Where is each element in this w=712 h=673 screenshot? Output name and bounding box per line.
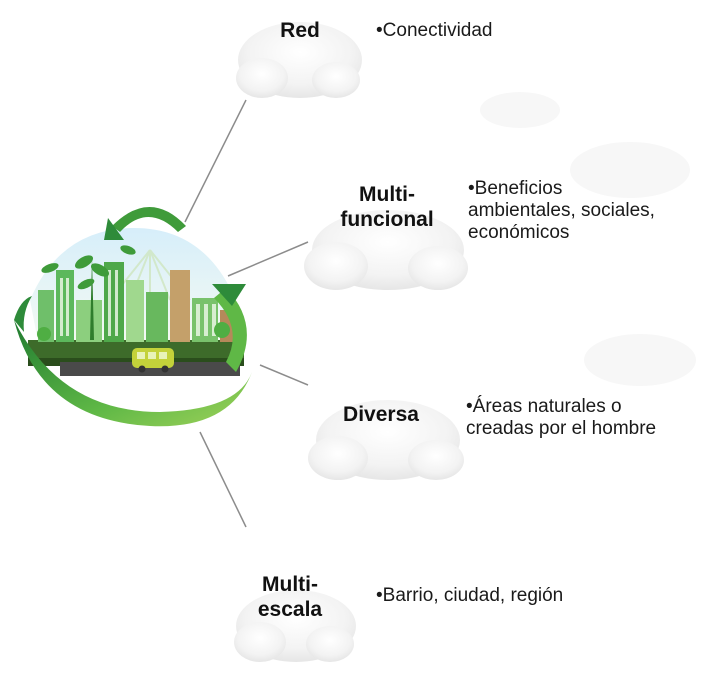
cloud-multifuncional [304,210,468,290]
node-title-multiescala: Multi- escala [257,573,323,621]
green-city-illustration [14,207,252,427]
bus [132,348,174,373]
cloud-red [236,22,362,98]
node-title-red: Red [280,19,320,42]
connector-lines [184,99,309,528]
node-description-diversa: •Áreas naturales o creadas por el hombre [466,396,657,439]
cloud-multiescala [234,590,356,662]
node-description-multifuncional: •Beneficios ambientales, sociales, econó… [468,178,655,243]
node-description-multiescala: •Barrio, ciudad, región [376,585,564,606]
node-title-diversa: Diversa [343,403,419,426]
arrow-left-tail [14,296,32,332]
arrow-bottom-swoosh [14,320,252,427]
arrow-right-curve [214,288,247,372]
node-description-red: •Conectividad [376,20,493,41]
plants [37,245,230,341]
arrow-top-curve [112,207,186,232]
connector-diversa [259,364,309,386]
cloud-diversa [308,400,464,480]
connector-red [184,99,247,223]
arrow-right-head [212,284,246,306]
connector-multiescala [199,431,247,528]
background-clouds [480,92,696,386]
arrow-top-head [104,218,124,240]
node-title-multifuncional: Multi- funcional [340,183,434,231]
connector-multifuncional [227,241,309,277]
